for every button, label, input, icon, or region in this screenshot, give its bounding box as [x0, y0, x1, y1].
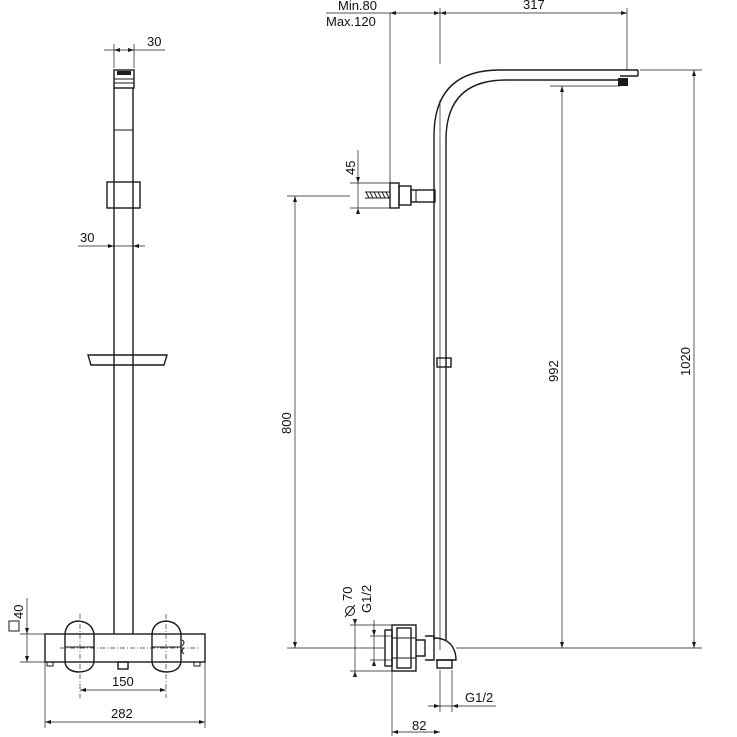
dim-side-bracket: 45	[343, 161, 358, 175]
side-outlet	[436, 659, 453, 669]
side-shower-head	[618, 78, 628, 86]
front-knob-right	[151, 620, 182, 673]
front-view: 30 30	[8, 34, 206, 728]
dim-front-overall: 282	[111, 706, 133, 721]
side-wall-bracket-plate	[389, 182, 400, 209]
side-mixer-body	[391, 624, 417, 672]
dim-side-max: Max.120	[326, 14, 376, 29]
side-elbow	[433, 637, 457, 661]
side-column-joint	[436, 357, 452, 368]
front-wall-bracket	[106, 181, 141, 209]
side-mixer-connector	[416, 639, 426, 657]
dim-side-diameter: 70	[340, 587, 355, 601]
dim-side-thread-top: G1/2	[359, 585, 374, 613]
front-outlet	[117, 661, 129, 670]
front-knob-left	[64, 620, 95, 673]
side-column-outer	[433, 69, 638, 640]
side-column-inner	[445, 79, 620, 640]
dim-front-mid-width: 30	[80, 230, 94, 245]
dim-side-height-992: 992	[546, 360, 561, 382]
dim-side-arm: 317	[523, 0, 545, 12]
dim-side-height-800: 800	[279, 412, 294, 434]
dim-front-inner: 150	[112, 674, 134, 689]
front-slider-holder	[87, 354, 168, 366]
diameter-symbol	[345, 606, 355, 616]
side-mixer-wall-plate	[384, 629, 393, 667]
dim-side-height-1020: 1020	[678, 347, 693, 376]
dim-front-square-value: 40	[11, 605, 26, 619]
square-symbol	[8, 620, 20, 632]
dim-side-min: Min.80	[338, 0, 377, 13]
dim-front-top-width: 30	[147, 34, 161, 49]
side-view: Min.80 Max.120 317 45	[279, 0, 702, 736]
dim-side-depth: 82	[412, 718, 426, 733]
dim-side-thread-bottom: G1/2	[465, 690, 493, 705]
